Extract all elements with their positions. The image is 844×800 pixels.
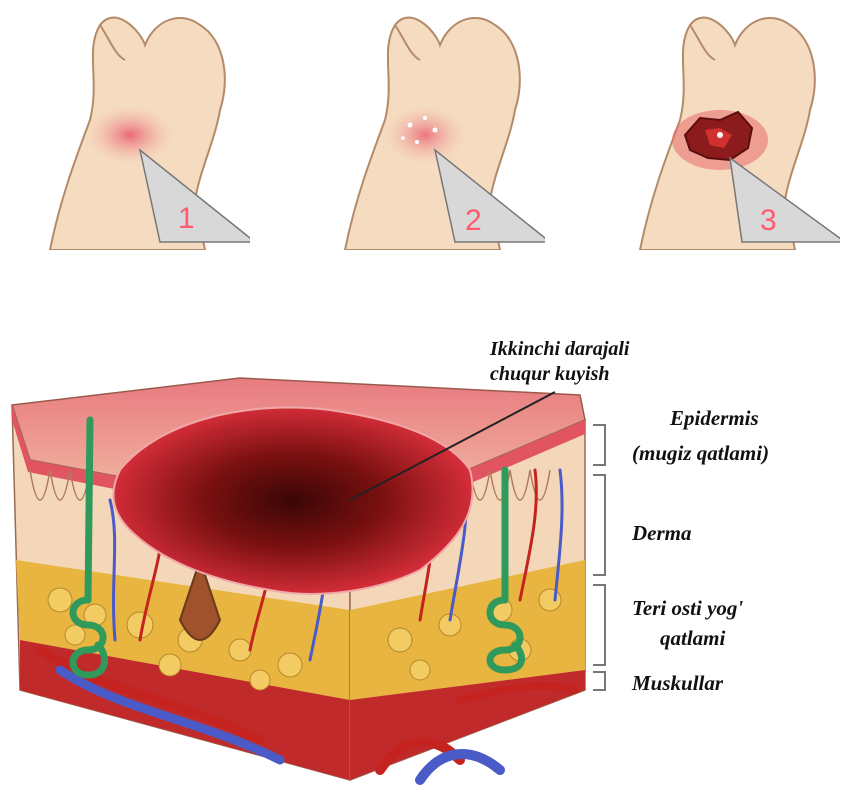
stage-1-hand-illustration: 1 [30, 0, 250, 250]
stage-2-hand-illustration: 2 [325, 0, 545, 250]
label-fat-layer: Teri osti yog' [632, 596, 743, 620]
stage-1-number: 1 [178, 202, 195, 235]
callout-label-line1: Ikkinchi darajali [489, 338, 630, 360]
label-epidermis-sub: (mugiz qatlami) [632, 441, 769, 465]
stage-2-number: 2 [465, 204, 482, 237]
label-epidermis: Epidermis [669, 406, 759, 430]
stage-3-number: 3 [760, 204, 777, 237]
layer-brackets [593, 425, 605, 690]
callout-label-line2: chuqur kuyish [490, 363, 610, 385]
label-fat-layer-sub: qatlami [660, 626, 726, 650]
label-derma: Derma [631, 521, 692, 545]
skin-cross-section-diagram: Ikkinchi darajali chuqur kuyish Epidermi… [0, 290, 844, 800]
stage-3-hand-illustration: 3 [620, 0, 840, 250]
label-muscle: Muskullar [631, 671, 724, 695]
